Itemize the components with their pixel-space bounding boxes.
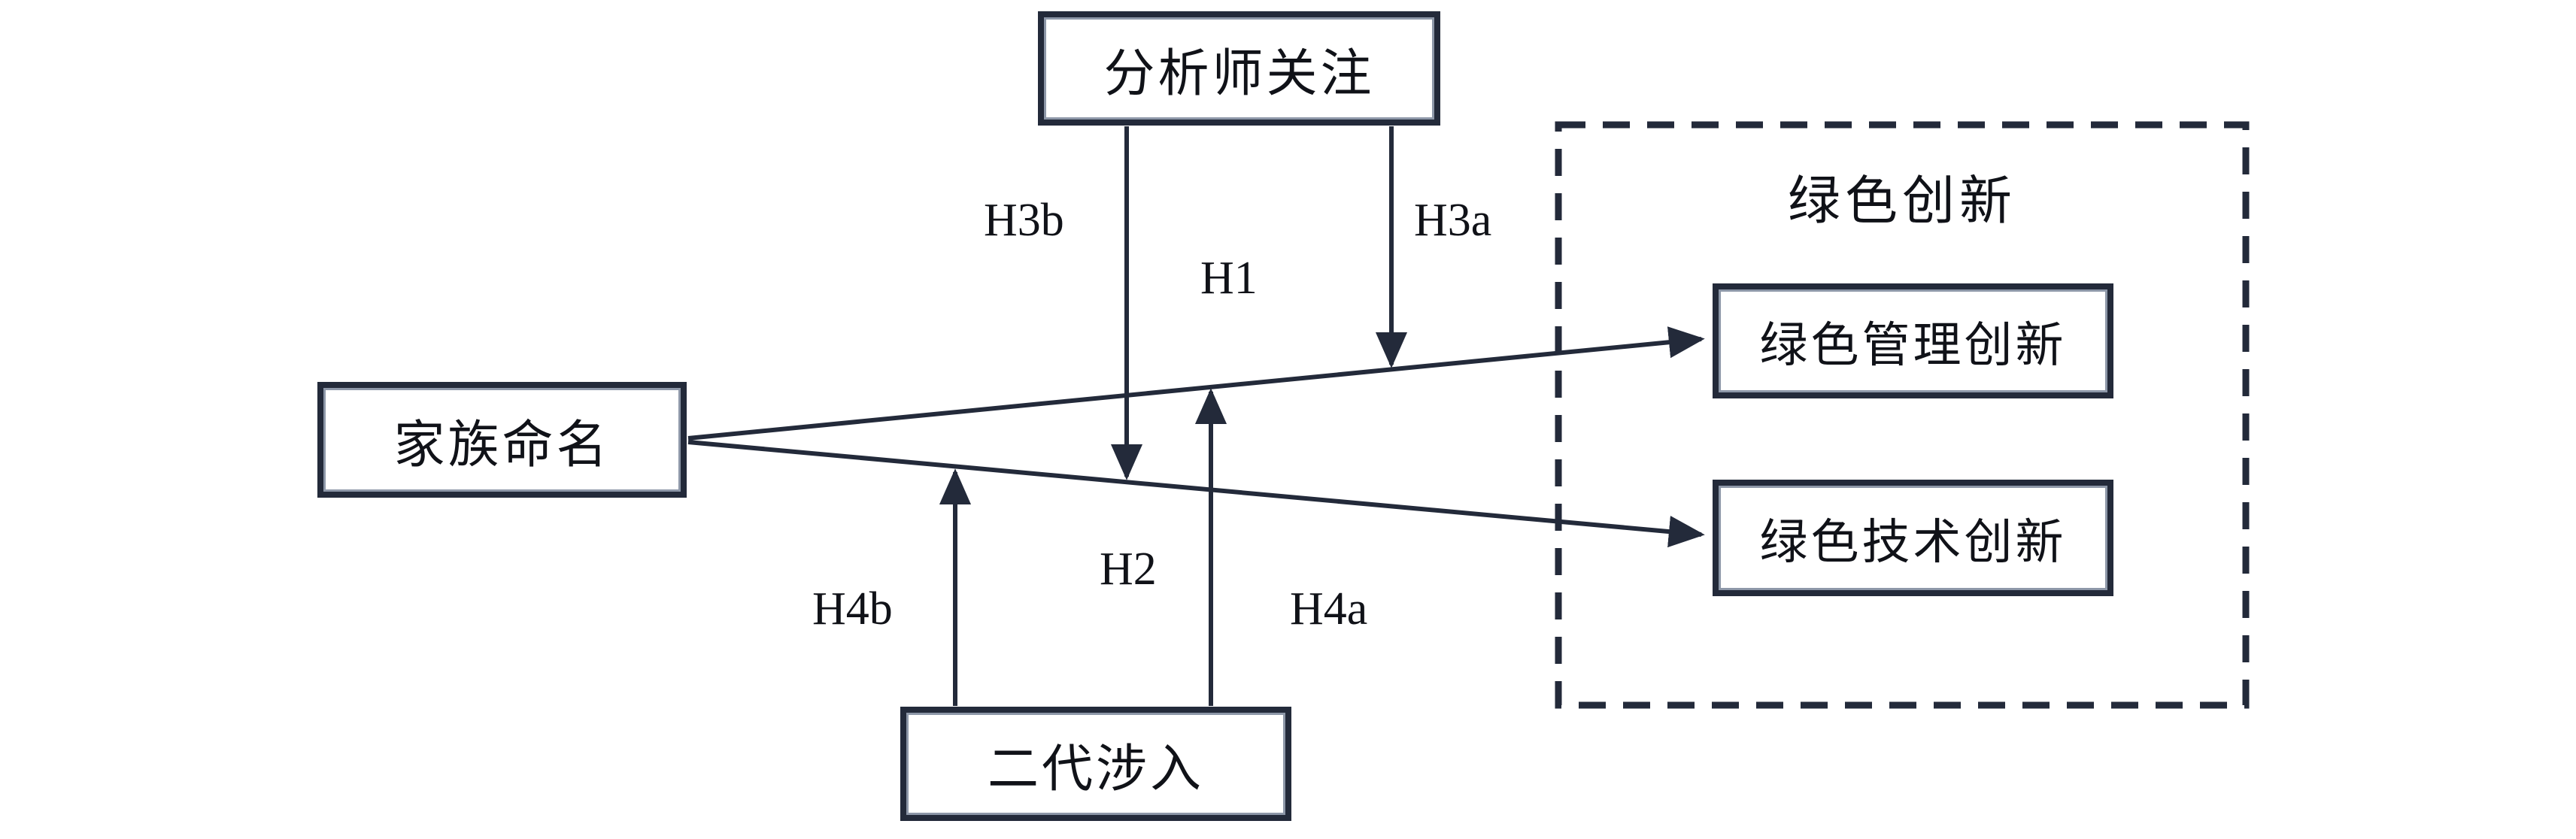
node-green-management-innovation: 绿色管理创新 [1713,283,2113,398]
label-h3a: H3a [1414,195,1492,246]
green-innovation-group-title: 绿色创新 [1788,173,2016,231]
green-innovation-group: 绿色创新 [1558,125,2246,705]
label-h4a: H4a [1290,583,1368,635]
edge-family-to-green-technology [687,440,1705,548]
node-second-gen-involvement: 二代涉入 [900,707,1291,821]
label-h2: H2 [1100,544,1157,595]
label-h3b: H3b [984,195,1064,246]
green-innovation-group-border [1555,121,2250,709]
edge-family-to-green-management [687,326,1705,441]
label-h1: H1 [1200,253,1258,304]
node-analyst-attention: 分析师关注 [1038,11,1440,126]
node-green-technology-innovation: 绿色技术创新 [1713,480,2113,596]
label-h4b: H4b [812,583,893,635]
node-family-naming: 家族命名 [317,382,687,498]
